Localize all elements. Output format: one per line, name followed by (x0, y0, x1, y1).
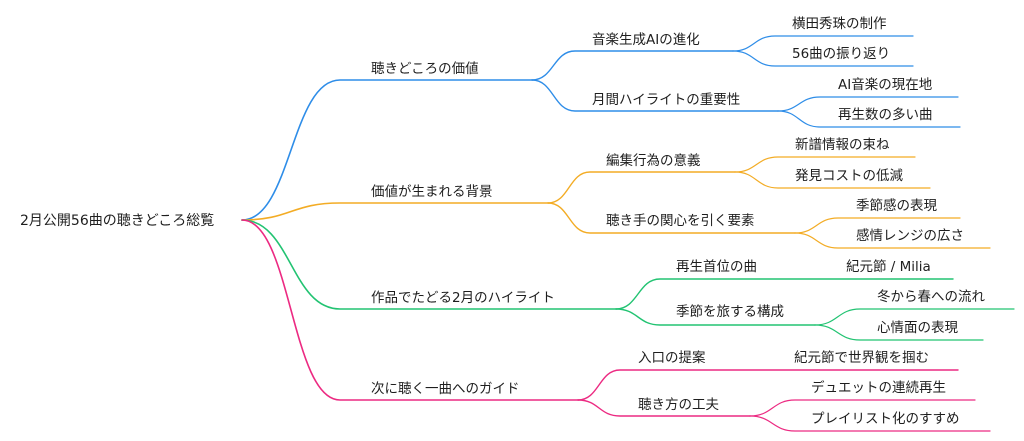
leaf-connector (749, 415, 991, 432)
branch-connector (241, 79, 533, 221)
leaf-node[interactable]: 紀元節 / Milia (846, 259, 931, 275)
subtopic-connector (577, 369, 959, 401)
leaf-connector (732, 50, 914, 67)
subtopic-node[interactable]: 聴き手の関心を引く要素 (606, 213, 755, 229)
subtopic-node[interactable]: 月間ハイライトの重要性 (592, 92, 741, 108)
leaf-node[interactable]: 再生数の多い曲 (838, 107, 933, 123)
leaf-connector (732, 35, 914, 52)
leaf-node[interactable]: 冬から春への流れ (877, 289, 985, 305)
leaf-connector (794, 232, 991, 249)
subtopic-connector (615, 308, 816, 326)
leaf-connector (814, 324, 984, 341)
branch-node[interactable]: 聴きどころの価値 (371, 61, 479, 77)
leaf-node[interactable]: 発見コストの低減 (795, 168, 903, 184)
root-node[interactable]: 2月公開56曲の聴きどころ総覧 (20, 213, 215, 229)
branch-node[interactable]: 価値が生まれる背景 (371, 184, 493, 200)
leaf-node[interactable]: 感情レンジの広さ (856, 228, 964, 244)
leaf-node[interactable]: AI音楽の現在地 (838, 77, 933, 93)
subtopic-node[interactable]: 音楽生成AIの進化 (592, 32, 700, 48)
branch-node[interactable]: 作品でたどる2月のハイライト (371, 290, 555, 306)
subtopic-node[interactable]: 入口の提案 (638, 350, 706, 366)
subtopic-connector (577, 399, 751, 417)
subtopic-connector (531, 50, 734, 81)
leaf-node[interactable]: プレイリスト化のすすめ (811, 411, 960, 427)
leaf-node[interactable]: 新譜情報の束ね (795, 137, 890, 153)
leaf-connector (794, 217, 961, 234)
subtopic-connector (547, 202, 796, 234)
leaf-node[interactable]: 横田秀珠の制作 (792, 16, 887, 32)
subtopic-node[interactable]: 聴き方の工夫 (638, 397, 719, 413)
branch-connector (241, 219, 579, 401)
leaf-connector (734, 171, 931, 189)
leaf-node[interactable]: 56曲の振り返り (792, 46, 891, 62)
leaf-connector (777, 110, 961, 128)
subtopic-node[interactable]: 編集行為の意義 (606, 153, 701, 169)
branch-node[interactable]: 次に聴く一曲へのガイド (371, 381, 520, 397)
subtopic-connector (531, 79, 779, 112)
subtopic-node[interactable]: 季節を旅する構成 (676, 304, 784, 320)
branch-connector (241, 202, 549, 221)
leaf-connector (734, 156, 916, 173)
leaf-node[interactable]: 心情面の表現 (877, 320, 958, 336)
leaf-node[interactable]: 紀元節で世界観を掴む (794, 350, 929, 366)
leaf-connector (777, 96, 959, 112)
subtopic-connector (547, 171, 736, 204)
leaf-node[interactable]: 季節感の表現 (856, 198, 937, 214)
branch-connector (241, 219, 617, 310)
leaf-node[interactable]: デュエットの連続再生 (811, 380, 946, 396)
leaf-connector (749, 399, 976, 417)
subtopic-connector (615, 278, 954, 310)
subtopic-node[interactable]: 再生首位の曲 (676, 259, 757, 275)
leaf-connector (814, 308, 1015, 326)
